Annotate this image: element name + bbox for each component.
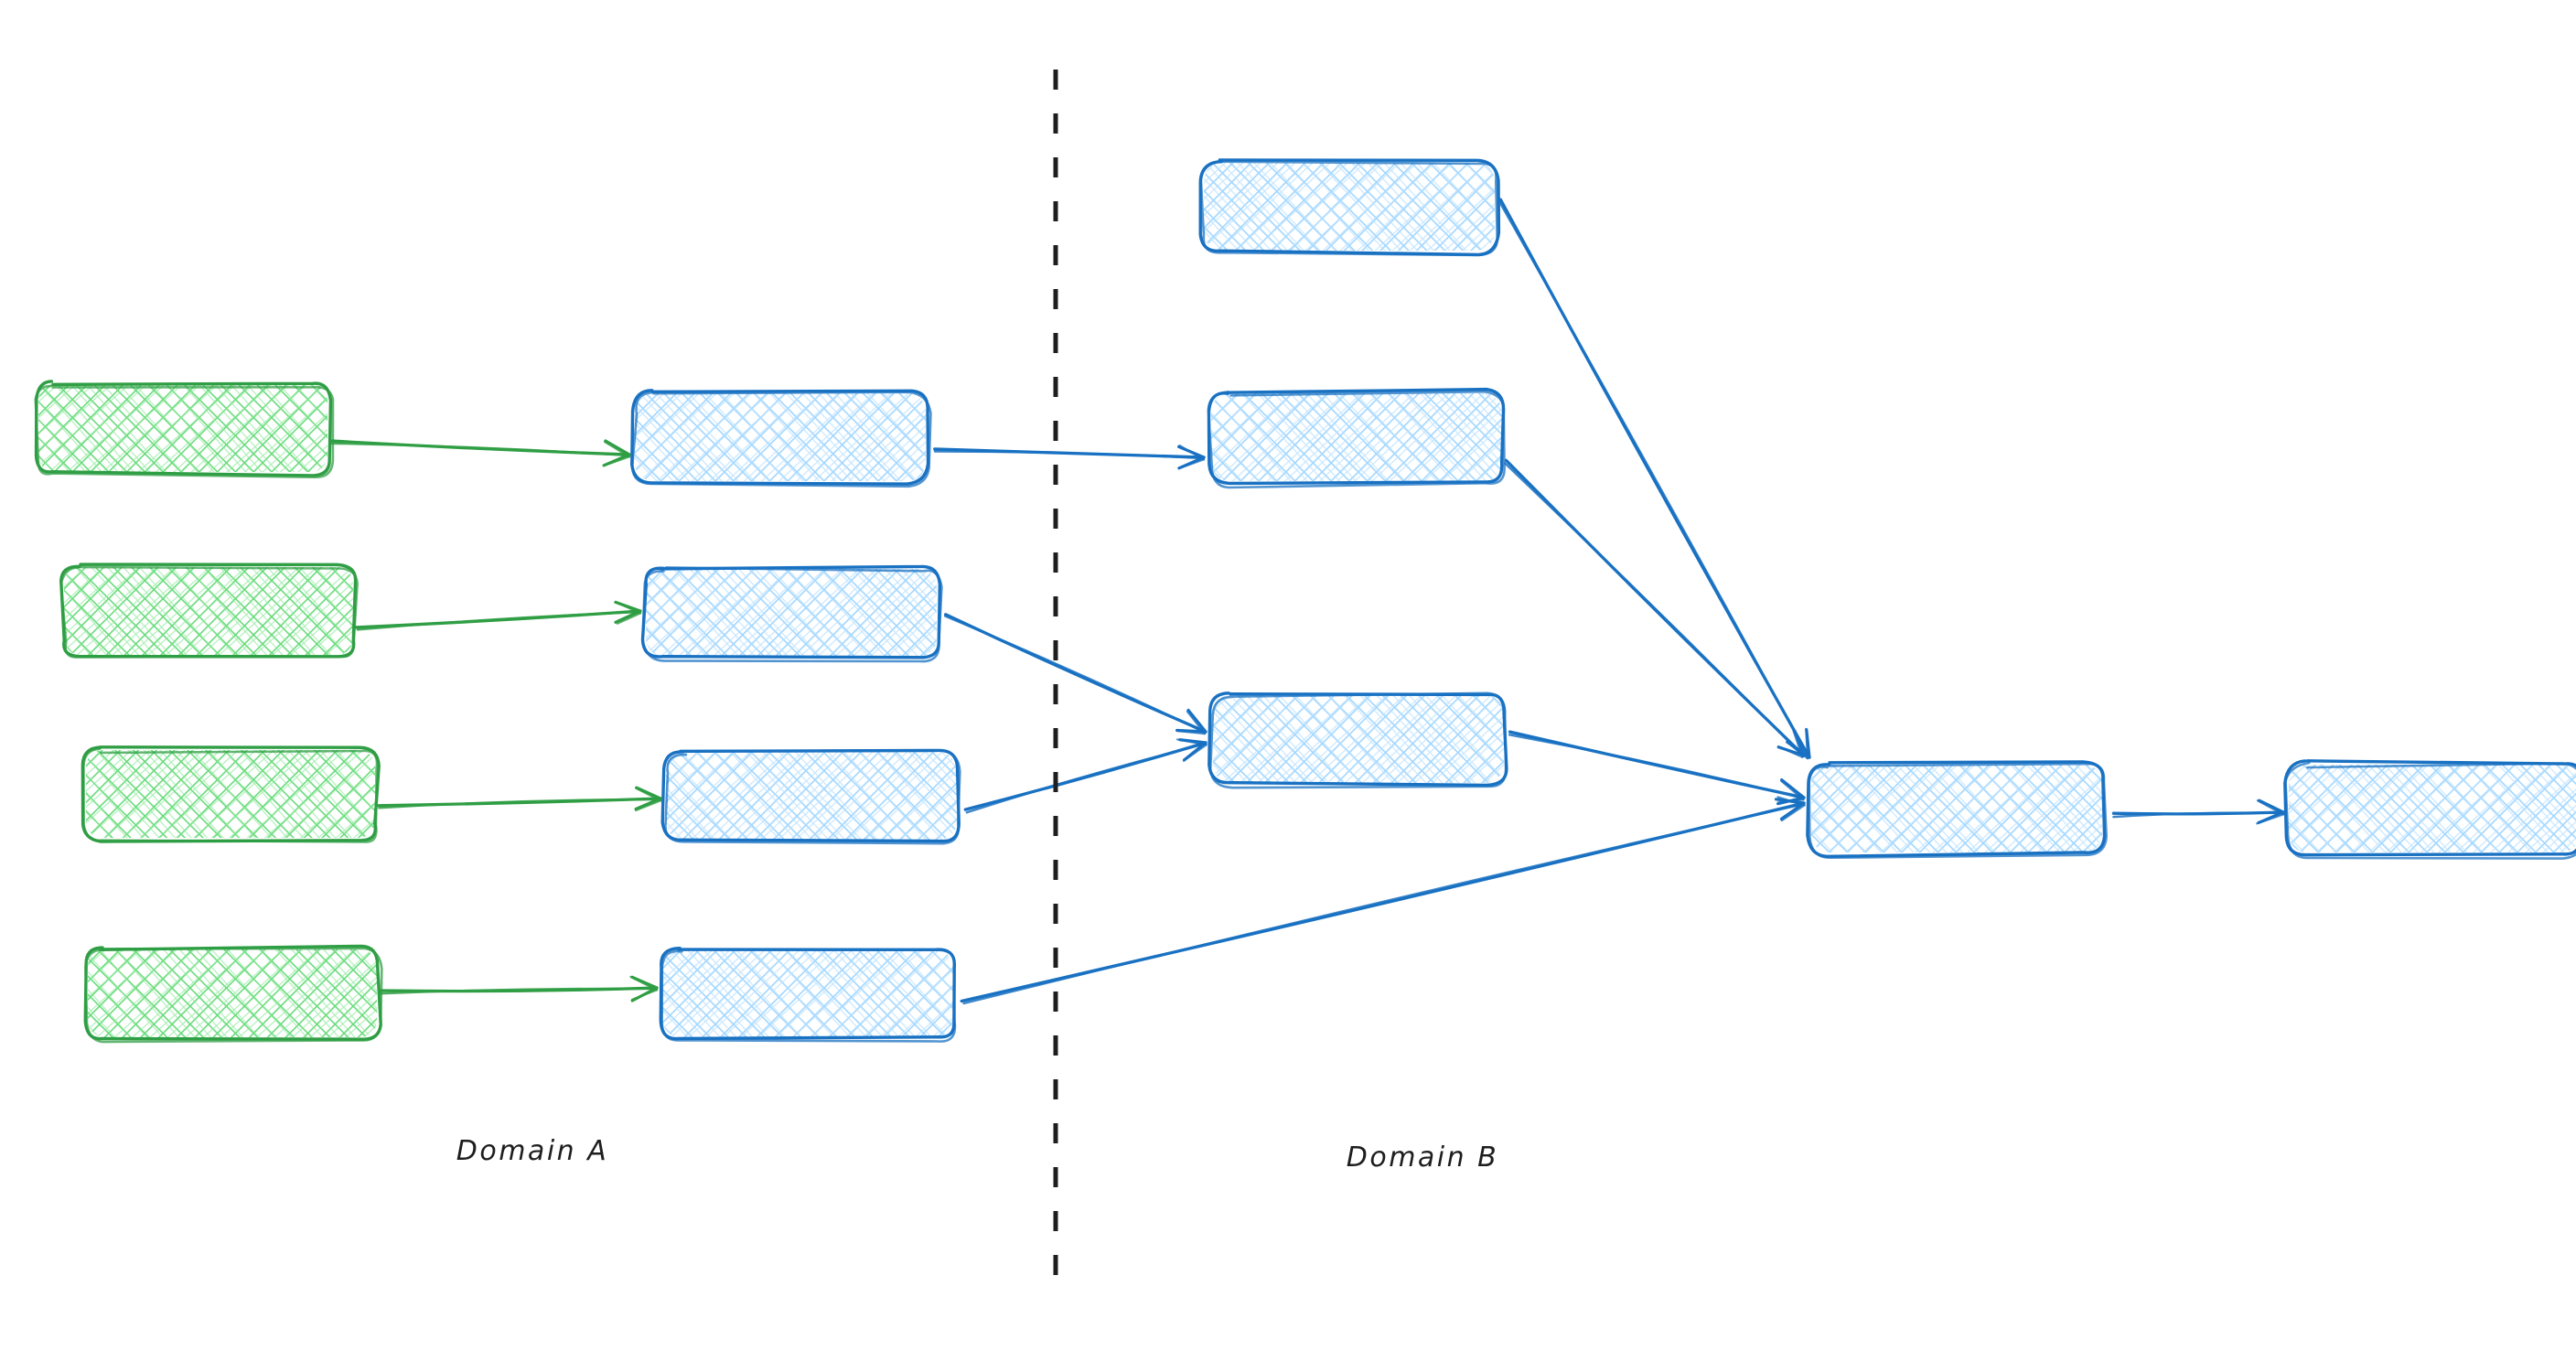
edge-process2-to-target-middle-arrowhead bbox=[1176, 730, 1207, 735]
edge-source4-to-process4[interactable] bbox=[379, 975, 659, 1002]
target-node-top-fill-overlay bbox=[1204, 163, 1495, 251]
aggregator-hub-node[interactable] bbox=[1806, 760, 2109, 860]
source-node-2-fill-overlay bbox=[64, 567, 353, 655]
edge-source2-to-process2-arrowhead bbox=[614, 609, 642, 624]
edge-target-upper-to-hub-arrowhead bbox=[1792, 729, 1804, 758]
source-node-4-fill-overlay bbox=[88, 949, 377, 1037]
edge-source4-to-process4-shaft bbox=[379, 987, 659, 995]
edge-hub-to-output[interactable] bbox=[2111, 799, 2285, 825]
edge-process2-to-target-middle-arrowhead bbox=[1186, 710, 1207, 735]
edge-target-upper-to-hub-arrowhead bbox=[1777, 745, 1804, 758]
edge-source1-to-process1-shaft bbox=[328, 442, 631, 457]
edge-target-top-to-hub-arrowhead bbox=[1805, 727, 1809, 760]
edge-source1-to-process1-arrowhead bbox=[603, 440, 630, 458]
edge-process2-to-target-middle[interactable] bbox=[944, 613, 1208, 735]
edge-target-upper-to-hub-arrowhead bbox=[1793, 729, 1806, 757]
edge-process2-to-target-middle-shaft bbox=[944, 615, 1207, 734]
target-node-middle[interactable] bbox=[1208, 691, 1508, 789]
edge-source2-to-process2[interactable] bbox=[354, 600, 642, 631]
source-node-4[interactable] bbox=[83, 944, 383, 1044]
output-node-outline-2 bbox=[2284, 761, 2576, 860]
edge-target-middle-to-hub-arrowhead bbox=[1780, 778, 1806, 799]
process-node-3-fill-overlay bbox=[666, 752, 957, 840]
edge-process3-to-target-middle-arrowhead bbox=[1182, 744, 1208, 762]
edge-process1-to-target-upper[interactable] bbox=[933, 445, 1206, 470]
source-node-3-outline-2 bbox=[82, 747, 379, 843]
source-node-3[interactable] bbox=[80, 745, 381, 843]
edge-target-upper-to-hub[interactable] bbox=[1503, 458, 1806, 758]
nodes-layer bbox=[34, 158, 2576, 1044]
target-node-upper-fill-overlay bbox=[1211, 393, 1502, 481]
edge-target-middle-to-hub-arrowhead bbox=[1779, 779, 1805, 801]
edge-process3-to-target-middle-shaft bbox=[965, 742, 1208, 814]
edge-source3-to-process3-arrowhead bbox=[634, 797, 662, 811]
source-node-1-fill-overlay bbox=[38, 384, 327, 472]
edge-process2-to-target-middle-arrowhead bbox=[1186, 708, 1208, 734]
edge-source2-to-process2-shaft bbox=[356, 610, 642, 631]
aggregator-hub-node-outline-2 bbox=[1808, 762, 2109, 860]
edge-source1-to-process1[interactable] bbox=[328, 439, 631, 467]
edge-source3-to-process3[interactable] bbox=[377, 786, 662, 812]
edge-target-top-to-hub[interactable] bbox=[1497, 198, 1811, 760]
edge-source4-to-process4-arrowhead bbox=[631, 989, 659, 1001]
process-node-2-fill-overlay bbox=[646, 569, 937, 657]
edge-hub-to-output-arrowhead bbox=[2256, 813, 2285, 825]
edges-layer bbox=[328, 198, 2285, 1005]
target-node-top[interactable] bbox=[1198, 158, 1501, 257]
source-node-4-outline-2 bbox=[84, 947, 383, 1044]
target-node-middle-outline-2 bbox=[1208, 691, 1508, 789]
edge-hub-to-output-shaft bbox=[2112, 811, 2285, 819]
edge-hub-to-output-arrowhead bbox=[2258, 799, 2285, 814]
target-node-upper[interactable] bbox=[1207, 387, 1506, 489]
edge-target-middle-to-hub-arrowhead bbox=[1776, 799, 1805, 804]
process-node-1[interactable] bbox=[630, 389, 932, 488]
edge-process4-to-hub-arrowhead bbox=[1779, 801, 1806, 820]
edge-source2-to-process2-arrowhead bbox=[615, 601, 642, 615]
process-node-3[interactable] bbox=[660, 748, 961, 845]
edge-target-middle-to-hub[interactable] bbox=[1508, 730, 1806, 806]
edge-process3-to-target-middle[interactable] bbox=[963, 738, 1208, 814]
edge-source1-to-process1-arrowhead bbox=[604, 439, 631, 456]
target-node-top-outline-2 bbox=[1199, 160, 1498, 257]
edge-process4-to-hub[interactable] bbox=[960, 796, 1806, 1005]
edge-process4-to-hub-shaft bbox=[962, 802, 1806, 1005]
edge-source3-to-process3-arrowhead bbox=[635, 787, 662, 802]
source-node-3-fill-overlay bbox=[86, 750, 375, 838]
process-node-2[interactable] bbox=[640, 564, 943, 663]
edge-target-top-to-hub-shaft bbox=[1497, 198, 1810, 759]
edge-source3-to-process3-shaft bbox=[378, 798, 662, 809]
process-node-1-outline-2 bbox=[630, 391, 932, 488]
edge-source1-to-process1-arrowhead bbox=[602, 456, 630, 467]
process-node-4[interactable] bbox=[659, 947, 957, 1043]
edge-source2-to-process2-arrowhead bbox=[616, 612, 642, 625]
edge-process3-to-target-middle-arrowhead bbox=[1175, 738, 1208, 746]
target-node-middle-fill-overlay bbox=[1213, 695, 1504, 783]
edge-process1-to-target-upper-shaft bbox=[933, 450, 1206, 460]
source-node-2-outline-2 bbox=[59, 565, 359, 659]
edge-hub-to-output-arrowhead bbox=[2256, 799, 2285, 816]
edge-source4-to-process4-arrowhead bbox=[629, 975, 659, 991]
edge-process4-to-hub-arrowhead bbox=[1780, 804, 1806, 822]
process-node-4-fill-overlay bbox=[662, 949, 953, 1037]
source-node-1-outline-2 bbox=[34, 384, 335, 479]
process-node-2-outline-2 bbox=[641, 566, 943, 663]
target-node-upper-outline-2 bbox=[1207, 390, 1506, 489]
process-node-4-outline-2 bbox=[660, 949, 957, 1043]
edge-target-middle-to-hub-shaft bbox=[1508, 734, 1805, 800]
domain-b-label: Domain B bbox=[1347, 1142, 1499, 1174]
source-node-2[interactable] bbox=[59, 563, 359, 659]
edge-source3-to-process3-arrowhead bbox=[634, 799, 662, 812]
edge-target-upper-to-hub-shaft bbox=[1503, 462, 1805, 757]
aggregator-hub-node-fill-overlay bbox=[1811, 765, 2102, 852]
edge-process1-to-target-upper-arrowhead bbox=[1178, 458, 1206, 469]
edge-process1-to-target-upper-arrowhead bbox=[1178, 445, 1206, 461]
process-node-1-fill-overlay bbox=[635, 393, 926, 481]
output-node-fill-overlay bbox=[2289, 765, 2576, 852]
output-node[interactable] bbox=[2283, 759, 2576, 860]
process-node-3-outline-2 bbox=[664, 748, 961, 845]
domain-a-label: Domain A bbox=[456, 1135, 608, 1167]
source-node-1[interactable] bbox=[34, 380, 335, 479]
